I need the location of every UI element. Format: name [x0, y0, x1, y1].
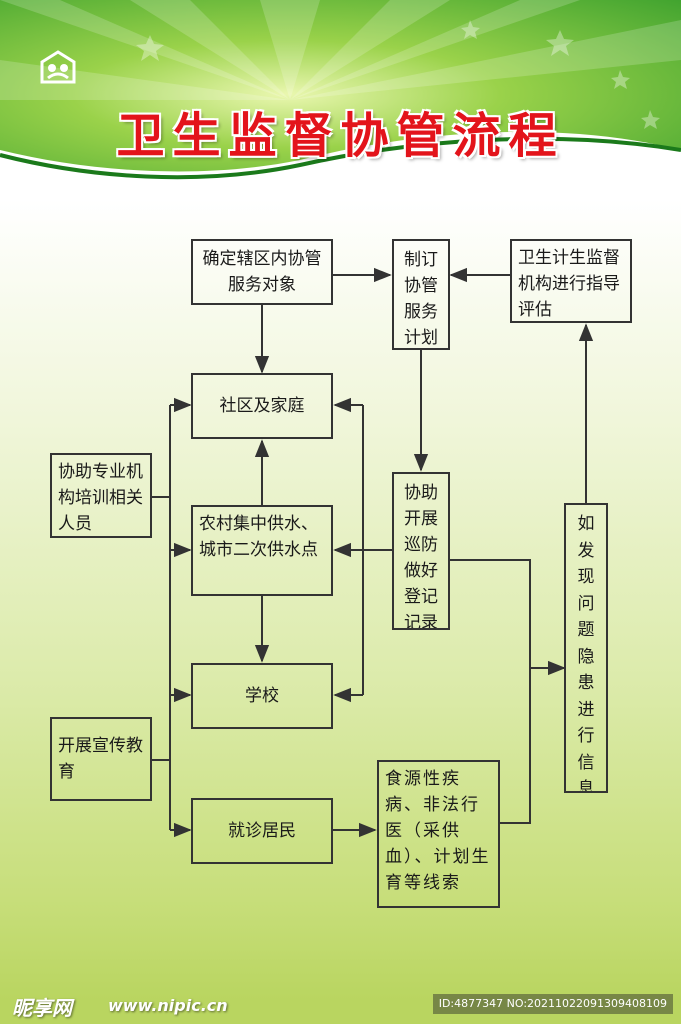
box-report: 如发现问题隐患进行信息报告: [564, 503, 608, 793]
box-community: 社区及家庭: [191, 373, 333, 439]
brand-logo: 昵享网: [12, 992, 72, 1021]
box-education: 开展宣传教育: [50, 717, 152, 801]
image-id-label: ID:4877347 NO:20211022091309408109: [433, 994, 673, 1014]
box-clues: 食源性疾病、非法行医（采供血）、计划生育等线索: [377, 760, 500, 908]
box-make-plan: 制订协管服务计划: [392, 239, 450, 350]
brand-url: www.nipic.cn: [108, 996, 228, 1015]
box-guidance: 卫生计生监督机构进行指导评估: [510, 239, 632, 323]
box-patrol: 协助开展巡防做好登记记录: [392, 472, 450, 630]
box-assist-training: 协助专业机构培训相关人员: [50, 453, 152, 538]
box-water-supply: 农村集中供水、城市二次供水点: [191, 505, 333, 596]
box-determine-objects: 确定辖区内协管服务对象: [191, 239, 333, 305]
box-school: 学校: [191, 663, 333, 729]
box-patients: 就诊居民: [191, 798, 333, 864]
